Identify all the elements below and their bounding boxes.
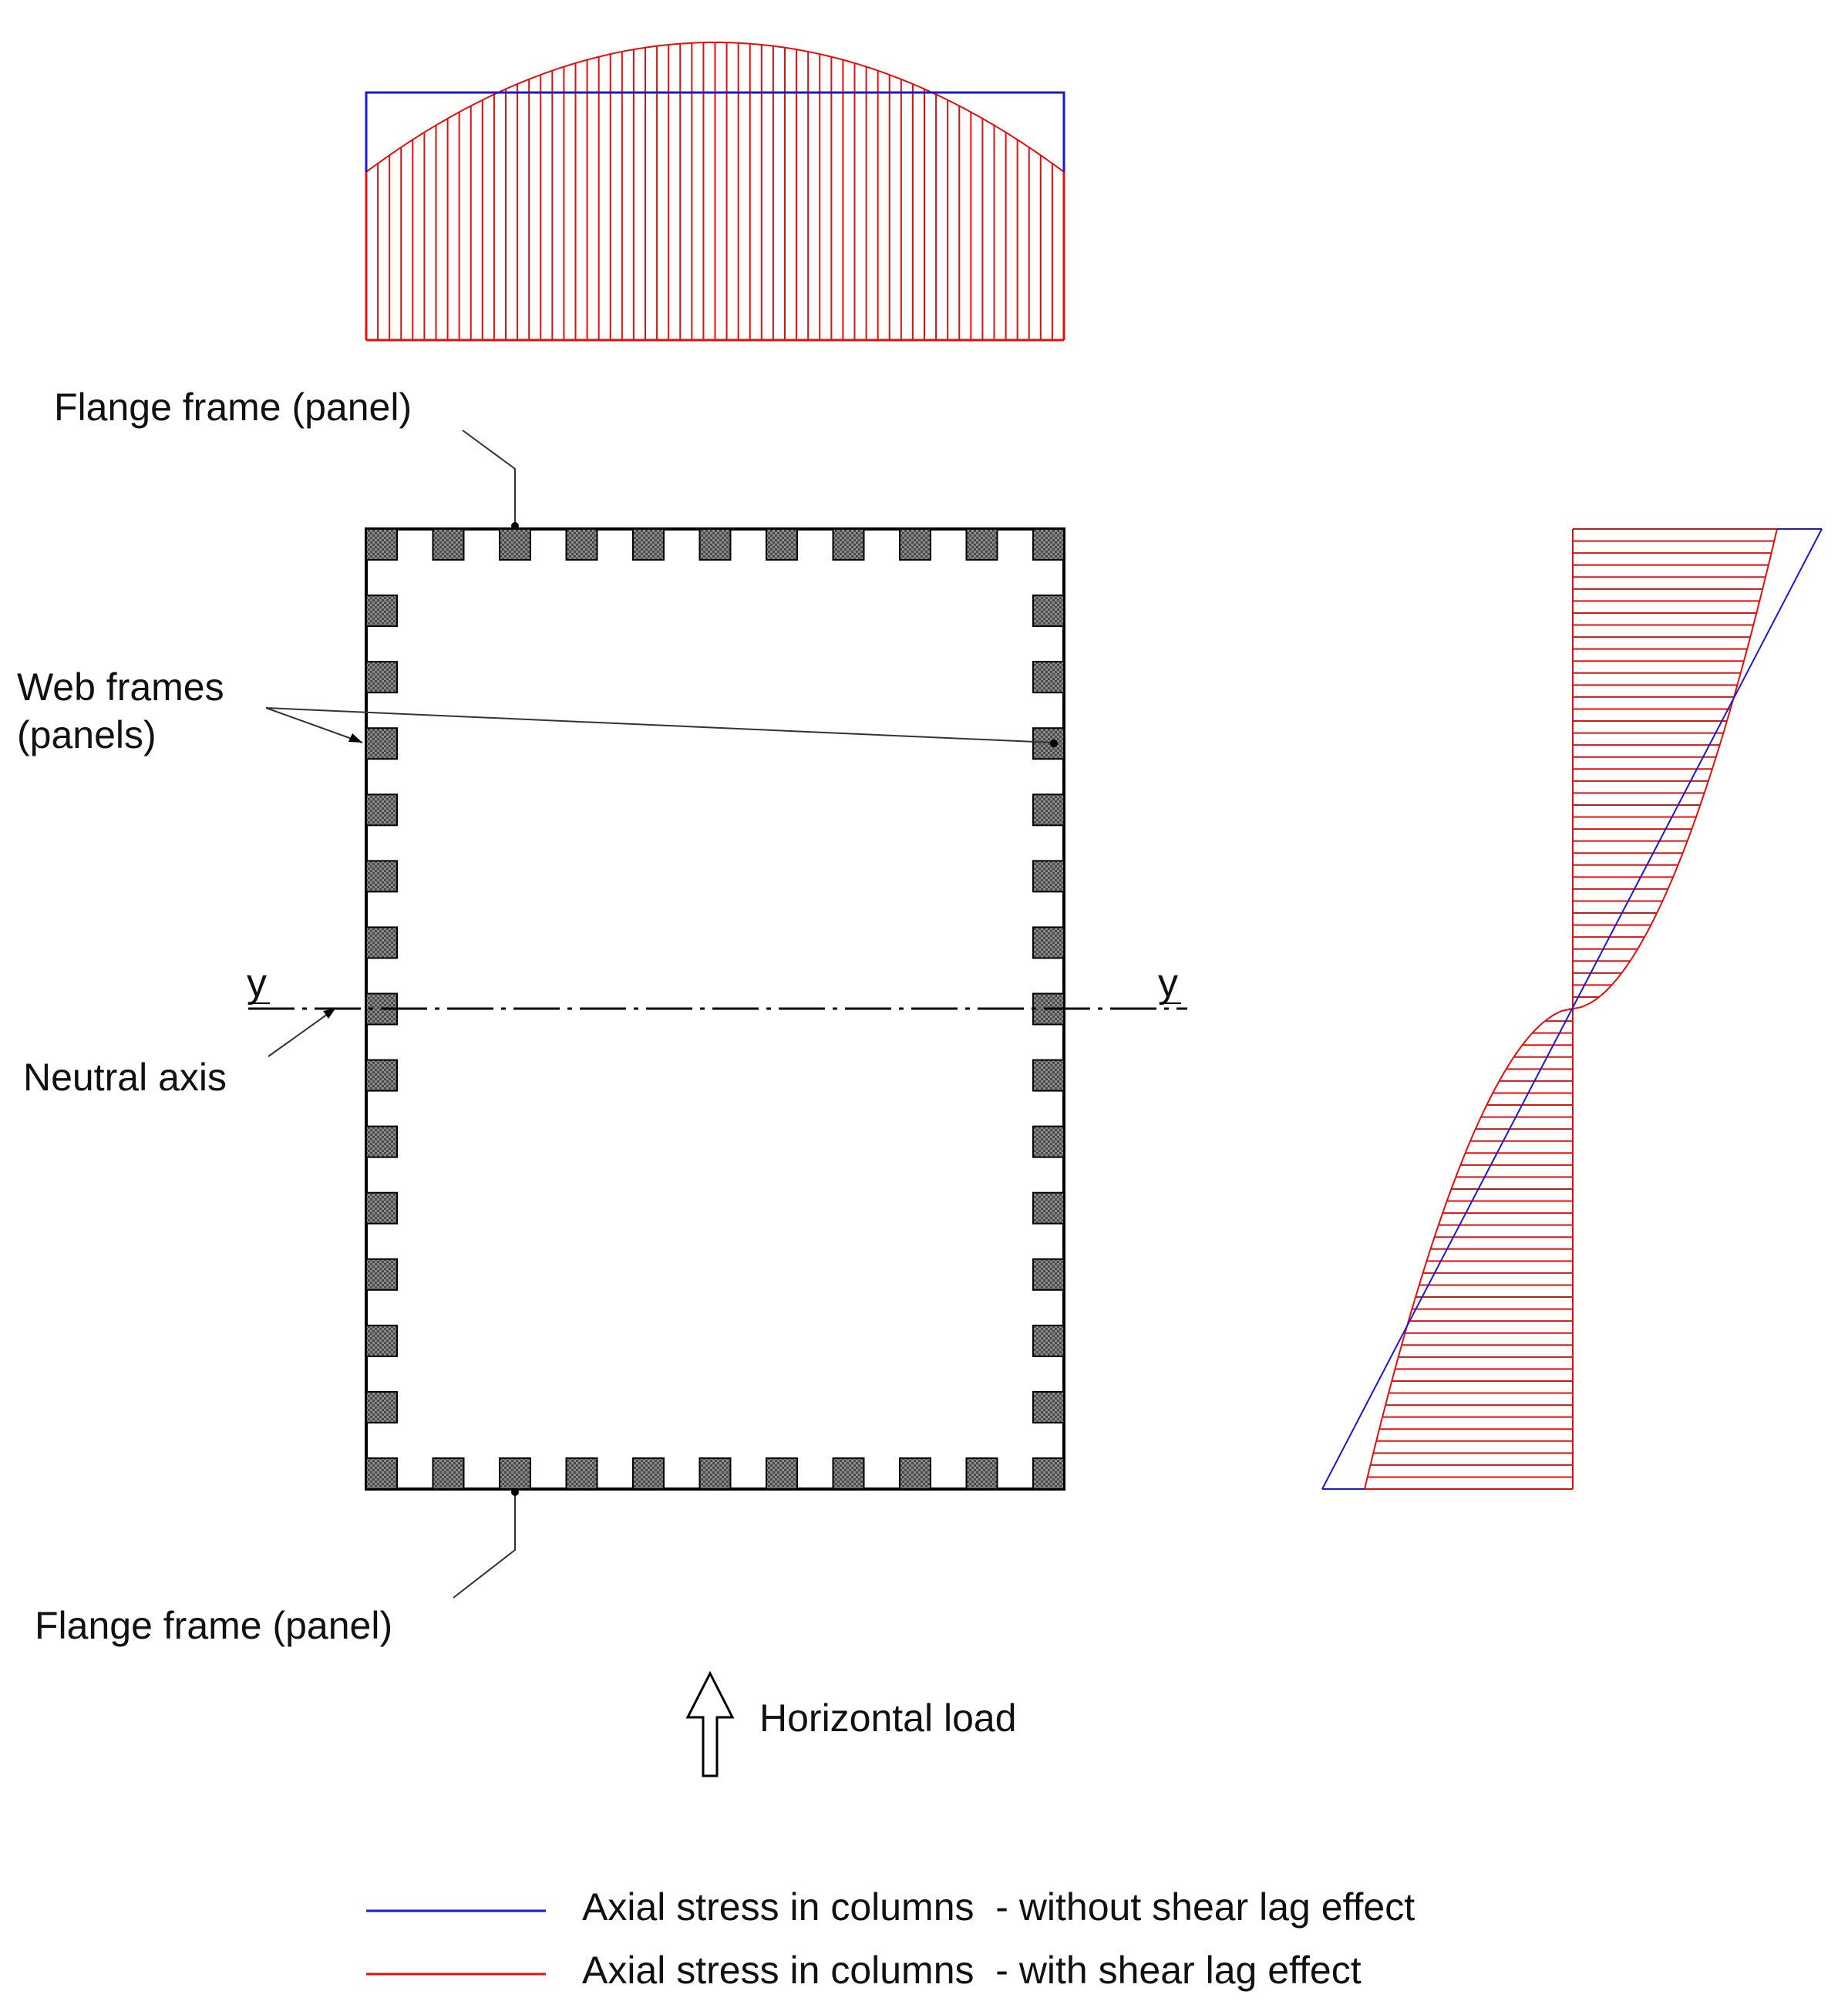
flange-column-bottom <box>832 1457 865 1490</box>
flange-column-top <box>432 528 465 561</box>
tube-plan <box>365 527 1065 1491</box>
web-column-left <box>365 1390 398 1423</box>
flange-column-top <box>698 528 732 561</box>
web-column-right <box>1032 1059 1065 1092</box>
axis-label-right: y <box>1158 961 1178 1006</box>
flange-column-bottom <box>1032 1457 1065 1490</box>
flange-column-top <box>766 528 798 561</box>
web-frames-leader-right <box>265 707 1053 743</box>
neutral-axis-leader-arrow <box>323 1009 335 1019</box>
up-arrow-icon <box>685 1670 735 1777</box>
flange-column-bottom <box>565 1457 598 1490</box>
flange-column-bottom <box>632 1457 665 1490</box>
horizontal-load-label: Horizontal load <box>759 1696 1017 1740</box>
flange-column-top <box>1032 528 1065 561</box>
web-column-left <box>365 860 398 893</box>
flange-column-bottom <box>432 1457 465 1490</box>
legend-text-with-shear-lag: Axial stress in columns - with shear lag… <box>582 1949 1362 1992</box>
web-column-left <box>365 1324 398 1357</box>
flange-column-bottom <box>698 1457 732 1490</box>
flange-column-top <box>632 528 665 561</box>
web-column-left <box>365 1125 398 1158</box>
web-column-left <box>365 926 398 959</box>
legend-text-without-shear-lag: Axial stress in columns - without shear … <box>582 1885 1415 1929</box>
web-frames-label-line2: (panels) <box>17 713 157 756</box>
legend-entry-with-shear-lag: Axial stress in columns - with shear lag… <box>366 1949 1362 1992</box>
web-column-right <box>1032 595 1065 628</box>
web-column-left <box>365 793 398 827</box>
flange-bottom-leader-dot <box>511 1488 519 1496</box>
flange-column-bottom <box>899 1457 931 1490</box>
flange-column-top <box>499 528 531 561</box>
flange-column-top <box>899 528 931 561</box>
flange-column-bottom <box>766 1457 798 1490</box>
flange-frame-bottom-label: Flange frame (panel) <box>35 1604 392 1647</box>
flange-bottom-leader <box>453 1494 516 1599</box>
web-column-right <box>1032 1258 1065 1291</box>
web-column-right <box>1032 727 1065 760</box>
web-column-left <box>365 595 398 628</box>
flange-column-top <box>565 528 598 561</box>
web-column-right <box>1032 1390 1065 1423</box>
flange-frame-top-label: Flange frame (panel) <box>54 386 412 429</box>
web-frames-leader-dot-right <box>1050 740 1058 747</box>
axis-label-left: y <box>247 961 267 1006</box>
web-frames-leader-left <box>265 707 363 743</box>
flange-top-leader <box>462 430 516 524</box>
flange-stress-curve-with-shear-lag <box>365 42 1065 173</box>
flange-stress-diagram <box>365 42 1065 342</box>
web-stress-linear-without-shear-lag <box>1321 528 1823 1490</box>
web-frames-leader-arrow-left <box>348 733 362 743</box>
web-frames-label-line1: Web frames <box>17 665 224 709</box>
neutral-axis-label: Neutral axis <box>23 1056 227 1099</box>
legend-entry-without-shear-lag: Axial stress in columns - without shear … <box>366 1885 1415 1929</box>
flange-column-top <box>832 528 865 561</box>
flange-top-leader-dot <box>511 522 519 530</box>
web-column-right <box>1032 793 1065 827</box>
web-column-right <box>1032 1125 1065 1158</box>
flange-column-bottom <box>965 1457 998 1490</box>
web-column-right <box>1032 1324 1065 1357</box>
web-stress-diagram <box>1321 528 1823 1490</box>
web-column-left <box>365 727 398 760</box>
flange-column-bottom <box>365 1457 398 1490</box>
legend: Axial stress in columns - without shear … <box>366 1885 1415 1992</box>
flange-stress-hatching <box>377 42 1053 340</box>
web-column-left <box>365 661 398 694</box>
web-column-right <box>1032 860 1065 893</box>
web-column-left <box>365 1059 398 1092</box>
flange-column-bottom <box>499 1457 531 1490</box>
flange-column-top <box>965 528 998 561</box>
web-column-left <box>365 1258 398 1291</box>
flange-column-top <box>365 528 398 561</box>
web-column-right <box>1032 926 1065 959</box>
web-column-left <box>365 1191 398 1225</box>
flange-stress-uniform-without-shear-lag <box>365 91 1065 172</box>
web-column-right <box>1032 1191 1065 1225</box>
tube-columns <box>365 528 1065 1490</box>
web-column-right <box>1032 661 1065 694</box>
neutral-axis-leader <box>268 1009 334 1057</box>
